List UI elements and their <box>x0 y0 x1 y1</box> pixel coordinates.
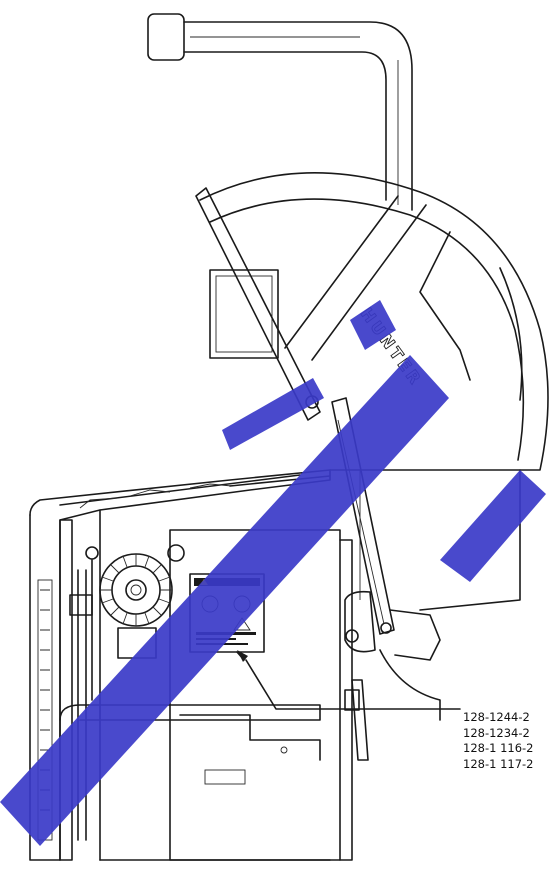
callout-leader <box>236 650 461 710</box>
part-number: 128-1234-2 <box>463 725 530 740</box>
watermark-stroke-4 <box>440 470 546 582</box>
wheel-hood <box>199 172 549 611</box>
watermark <box>0 300 546 846</box>
part-number: 128-1244-2 <box>463 710 530 724</box>
watermark-stroke-2 <box>222 378 324 450</box>
side-mechanism <box>344 590 441 761</box>
upper-arm <box>147 13 413 211</box>
watermark-stroke-1 <box>0 355 449 846</box>
watermark-stroke-3 <box>350 300 396 350</box>
arrow-head-icon <box>237 650 248 662</box>
part-number-list: 128-1244-2 128-1234-2 128-1 116-2 128-1 … <box>463 710 534 772</box>
part-number: 128-1 117-2 <box>463 756 534 771</box>
part-number: 128-1 116-2 <box>463 741 534 755</box>
